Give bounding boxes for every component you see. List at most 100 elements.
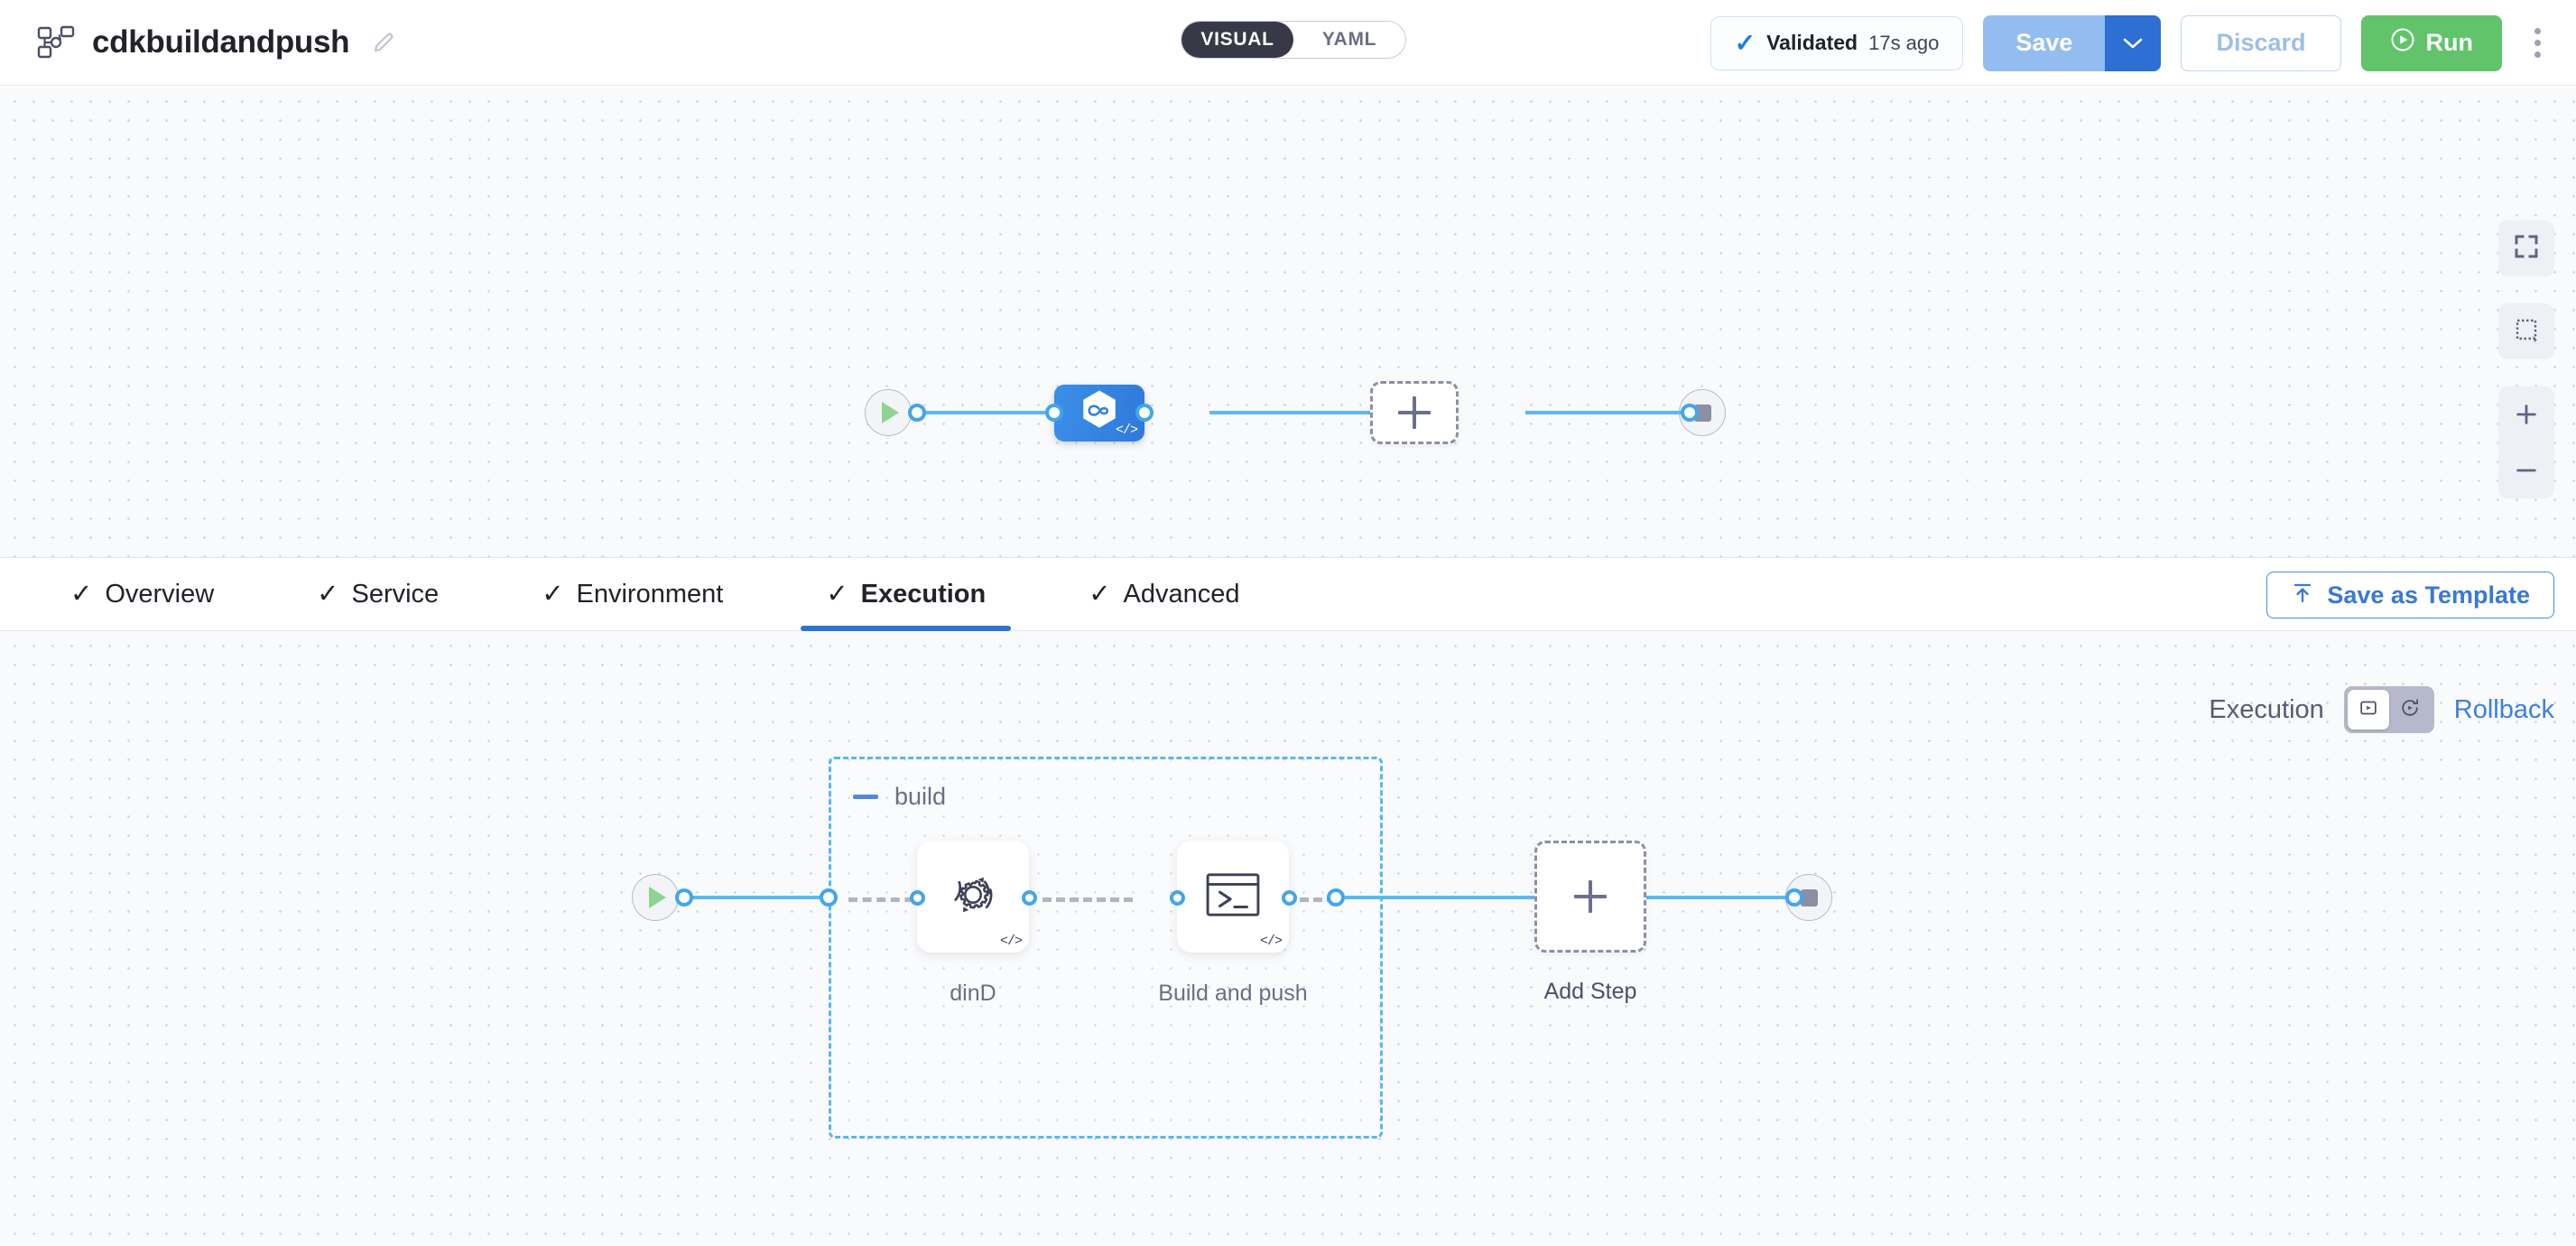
- execution-canvas[interactable]: Execution: [0, 631, 2576, 1246]
- visual-yaml-toggle[interactable]: VISUAL YAML: [1181, 21, 1406, 59]
- play-icon: [649, 887, 666, 908]
- save-button-group: Save: [1983, 14, 2162, 71]
- chevron-down-icon[interactable]: [2105, 14, 2162, 71]
- play-icon: [882, 402, 899, 423]
- mode-yaml-button[interactable]: YAML: [1321, 29, 1377, 50]
- zoom-out-button[interactable]: [2498, 442, 2554, 498]
- tab-execution[interactable]: ✓ Execution: [801, 558, 1012, 631]
- check-icon: ✓: [826, 579, 848, 609]
- check-icon: ✓: [317, 579, 339, 609]
- exec-port-dind-out[interactable]: [1022, 890, 1037, 906]
- run-button[interactable]: Run: [2360, 14, 2502, 71]
- harness-cd-hexagon-icon: [1079, 388, 1120, 438]
- exec-port-buildpush-in[interactable]: [1170, 890, 1185, 906]
- pipeline-graph-icon: [36, 23, 76, 61]
- add-step-button[interactable]: [1534, 841, 1646, 953]
- save-as-template-button[interactable]: Save as Template: [2266, 572, 2554, 618]
- zoom-controls: [2498, 386, 2554, 498]
- exec-port-buildpush-out[interactable]: [1282, 890, 1297, 906]
- step-code-badge: </>: [999, 934, 1023, 949]
- execution-rollback-toggle[interactable]: [2343, 686, 2434, 733]
- expand-icon: [2513, 233, 2540, 265]
- play-circle-icon: [2390, 27, 2415, 59]
- selection-box-button[interactable]: [2498, 303, 2554, 359]
- collapse-dash-icon[interactable]: [853, 795, 878, 799]
- check-icon: ✓: [542, 579, 564, 609]
- step-label-dind: dinD: [950, 981, 996, 1006]
- stage-tab-bar: ✓ Overview ✓ Service ✓ Environment ✓ Exe…: [0, 557, 2576, 631]
- step-group-name: build: [894, 783, 947, 810]
- exec-port-group-out[interactable]: [1327, 888, 1345, 907]
- check-icon: ✓: [1734, 28, 1756, 57]
- header-actions: ✓ Validated 17s ago Save Discard: [1710, 0, 2553, 86]
- save-button[interactable]: Save: [1983, 14, 2106, 71]
- exec-link-start-group: [681, 896, 835, 899]
- page-title: cdkbuildandpush: [92, 24, 350, 60]
- stop-icon: [1800, 888, 1818, 907]
- terminal-icon: [1205, 871, 1261, 923]
- tab-environment[interactable]: ✓ Environment: [516, 558, 748, 630]
- upload-template-icon: [2291, 581, 2314, 609]
- discard-button[interactable]: Discard: [2181, 14, 2341, 71]
- stage-node-ckd[interactable]: </>: [1054, 385, 1144, 442]
- exec-port-group-in[interactable]: [820, 888, 838, 907]
- fit-to-screen-button[interactable]: [2498, 220, 2554, 276]
- stage-port-end[interactable]: [1681, 404, 1699, 422]
- stage-link-start: [917, 411, 1098, 414]
- tab-label: Advanced: [1123, 579, 1240, 609]
- rollback-mode-button[interactable]: [2389, 690, 2431, 730]
- step-group-header[interactable]: build: [853, 783, 946, 811]
- step-group-build[interactable]: [829, 757, 1383, 1139]
- exec-port-end[interactable]: [1785, 888, 1803, 907]
- execution-start-node[interactable]: [632, 874, 679, 921]
- stage-tabs: ✓ Overview ✓ Service ✓ Environment ✓ Exe…: [45, 558, 1318, 631]
- marquee-select-icon: [2513, 316, 2540, 348]
- rollback-label[interactable]: Rollback: [2453, 694, 2554, 724]
- stage-port-ckd-out[interactable]: [1135, 404, 1154, 422]
- exec-link-dind-buildpush: [1042, 897, 1133, 902]
- stage-link-addstage-end: [1525, 411, 1688, 414]
- tab-service[interactable]: ✓ Service: [292, 558, 464, 630]
- stage-canvas[interactable]: </> ckd Add Stage: [0, 87, 2576, 618]
- pipeline-start-node[interactable]: [865, 389, 912, 436]
- canvas-controls: [2498, 220, 2554, 498]
- tab-advanced[interactable]: ✓ Advanced: [1063, 558, 1265, 630]
- step-node-dind[interactable]: </>: [917, 841, 1029, 953]
- exec-link-group-addstep: [1345, 896, 1545, 899]
- validation-status-badge: ✓ Validated 17s ago: [1710, 15, 1964, 70]
- exec-port-start[interactable]: [675, 888, 693, 907]
- mode-visual-button[interactable]: VISUAL: [1181, 22, 1293, 58]
- exec-link-addstep-end: [1645, 896, 1802, 899]
- header-left: cdkbuildandpush: [36, 23, 396, 61]
- validation-timestamp: 17s ago: [1868, 31, 1940, 54]
- execution-rollback-switch: Execution: [2209, 686, 2554, 733]
- tab-label: Service: [351, 579, 440, 609]
- exec-port-dind-in[interactable]: [910, 890, 925, 906]
- step-node-build-and-push[interactable]: </>: [1177, 841, 1289, 953]
- check-icon: ✓: [70, 579, 93, 609]
- kebab-menu-icon[interactable]: [2522, 15, 2553, 71]
- stage-port-ckd-in[interactable]: [1045, 404, 1063, 422]
- execution-play-box-icon: [2358, 697, 2379, 723]
- step-label-build-and-push: Build and push: [1158, 981, 1308, 1006]
- validation-status-text: Validated: [1766, 31, 1858, 54]
- zoom-in-button[interactable]: [2498, 386, 2554, 442]
- plus-icon: [1574, 880, 1607, 913]
- rollback-rotate-icon: [2399, 697, 2421, 723]
- check-icon: ✓: [1089, 579, 1111, 609]
- app-header: cdkbuildandpush VISUAL YAML ✓ Validated …: [0, 0, 2576, 86]
- exec-link-group-dind: [848, 897, 928, 902]
- add-step-label: Add Step: [1543, 979, 1637, 1004]
- plus-icon: [1398, 396, 1431, 429]
- execution-label: Execution: [2209, 694, 2324, 724]
- tab-label: Environment: [576, 579, 724, 609]
- tab-label: Overview: [105, 579, 215, 609]
- run-button-label: Run: [2425, 29, 2473, 56]
- tab-overview[interactable]: ✓ Overview: [45, 558, 239, 630]
- save-as-template-label: Save as Template: [2327, 581, 2530, 609]
- pencil-icon[interactable]: [371, 30, 396, 55]
- stage-port-start[interactable]: [908, 404, 926, 422]
- execution-mode-button[interactable]: [2347, 690, 2389, 730]
- add-stage-button[interactable]: [1370, 381, 1459, 444]
